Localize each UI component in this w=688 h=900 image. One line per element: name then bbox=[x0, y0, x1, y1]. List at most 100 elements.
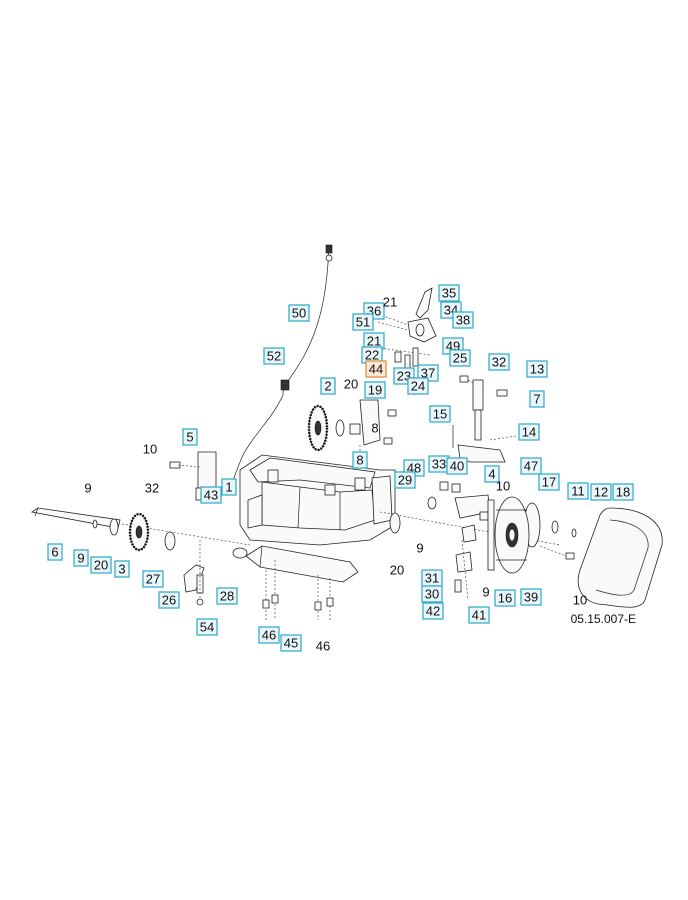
callout-number: 18 bbox=[616, 485, 630, 500]
callout-c8b: 8 bbox=[352, 451, 368, 469]
callout-c18: 18 bbox=[612, 483, 634, 501]
main-housing bbox=[239, 454, 396, 546]
callout-box bbox=[567, 482, 589, 500]
callout-number: 10 bbox=[573, 593, 587, 608]
callout-box bbox=[394, 471, 416, 489]
callout-box bbox=[288, 304, 310, 322]
callout-number: 9 bbox=[77, 551, 84, 566]
callout-number: 32 bbox=[492, 355, 506, 370]
callout-box bbox=[352, 451, 368, 469]
callout-c27: 27 bbox=[142, 570, 164, 588]
callout-number: 20 bbox=[344, 377, 358, 392]
callout-c2: 2 bbox=[320, 377, 336, 395]
callout-box bbox=[158, 591, 180, 609]
callout-box bbox=[494, 589, 516, 607]
callout-c20b: 20 bbox=[90, 556, 112, 574]
callout-box bbox=[90, 556, 112, 574]
bracket-7 bbox=[452, 375, 517, 463]
callout-box bbox=[258, 626, 280, 644]
callout-c45: 45 bbox=[280, 634, 302, 652]
callout-number: 21 bbox=[367, 334, 381, 349]
bracket-19 bbox=[349, 399, 397, 458]
callout-c31: 31 bbox=[421, 569, 443, 587]
callout-number: 44 bbox=[369, 362, 383, 377]
callout-number: 8 bbox=[371, 421, 378, 436]
callout-number: 51 bbox=[356, 315, 370, 330]
callout-number: 11 bbox=[571, 484, 585, 499]
callout-c35: 35 bbox=[438, 284, 460, 302]
callout-c8a: 8 bbox=[371, 421, 378, 436]
callout-c26: 26 bbox=[158, 591, 180, 609]
callout-c30: 30 bbox=[421, 585, 443, 603]
callout-number: 1 bbox=[225, 480, 232, 495]
callout-c50: 50 bbox=[288, 304, 310, 322]
callout-c52: 52 bbox=[263, 347, 285, 365]
callout-c11: 11 bbox=[567, 482, 589, 500]
callout-c9d: 9 bbox=[482, 585, 489, 600]
callout-box bbox=[182, 428, 198, 446]
callout-box bbox=[438, 284, 460, 302]
callout-c9c: 9 bbox=[416, 541, 423, 556]
callout-box bbox=[526, 360, 548, 378]
callout-number: 46 bbox=[262, 628, 276, 643]
control-cable bbox=[231, 244, 330, 485]
callout-number: 29 bbox=[398, 473, 412, 488]
callout-c14: 14 bbox=[518, 423, 540, 441]
callout-c6: 6 bbox=[47, 543, 63, 561]
bolts-46 bbox=[262, 560, 334, 620]
callout-box bbox=[365, 360, 387, 378]
wheel-17 bbox=[487, 496, 541, 574]
callout-box bbox=[142, 570, 164, 588]
callout-box bbox=[200, 486, 222, 504]
callout-number: 31 bbox=[425, 571, 439, 586]
callout-c37: 37 bbox=[417, 364, 439, 382]
callout-c21a: 21 bbox=[383, 295, 397, 310]
callout-number: 41 bbox=[472, 608, 486, 623]
callout-c16: 16 bbox=[494, 589, 516, 607]
callout-c13: 13 bbox=[526, 360, 548, 378]
callout-box bbox=[612, 483, 634, 501]
callout-c19: 19 bbox=[364, 381, 386, 399]
callout-number: 24 bbox=[411, 379, 425, 394]
callout-number: 35 bbox=[442, 286, 456, 301]
callout-box bbox=[538, 473, 560, 491]
callout-number: 14 bbox=[522, 425, 536, 440]
callout-number: 16 bbox=[498, 591, 512, 606]
callout-c10b: 10 bbox=[496, 479, 510, 494]
callout-box bbox=[422, 602, 444, 620]
callout-box bbox=[352, 313, 374, 331]
callout-box bbox=[520, 588, 542, 606]
callout-c12: 12 bbox=[590, 483, 612, 501]
callout-box bbox=[216, 587, 238, 605]
callout-number: 15 bbox=[433, 407, 447, 422]
callout-number: 20 bbox=[390, 563, 404, 578]
callout-c38: 38 bbox=[452, 311, 474, 329]
callout-number: 8 bbox=[356, 453, 363, 468]
callout-c28: 28 bbox=[216, 587, 238, 605]
callout-box bbox=[263, 347, 285, 365]
callout-box bbox=[407, 377, 429, 395]
callout-box bbox=[429, 405, 451, 423]
callout-number: 2 bbox=[324, 379, 331, 394]
sleeve-28 bbox=[232, 547, 248, 559]
callout-box bbox=[468, 606, 490, 624]
tine-group bbox=[454, 524, 477, 601]
callout-number: 40 bbox=[450, 459, 464, 474]
callout-number: 13 bbox=[530, 362, 544, 377]
callout-c9a: 9 bbox=[84, 481, 91, 496]
callout-number: 27 bbox=[146, 572, 160, 587]
callout-box bbox=[320, 377, 336, 395]
callout-c3: 3 bbox=[114, 560, 130, 578]
callout-number: 32 bbox=[145, 481, 159, 496]
callout-box bbox=[529, 390, 545, 408]
callout-number: 21 bbox=[383, 295, 397, 310]
callout-number: 10 bbox=[496, 479, 510, 494]
drawing-code: 05.15.007-E bbox=[570, 612, 636, 626]
callout-c40: 40 bbox=[446, 457, 468, 475]
callout-number: 50 bbox=[292, 306, 306, 321]
callout-box bbox=[196, 618, 218, 636]
callout-box bbox=[73, 549, 89, 567]
callout-c20c: 20 bbox=[390, 563, 404, 578]
callout-c32b: 32 bbox=[145, 481, 159, 496]
